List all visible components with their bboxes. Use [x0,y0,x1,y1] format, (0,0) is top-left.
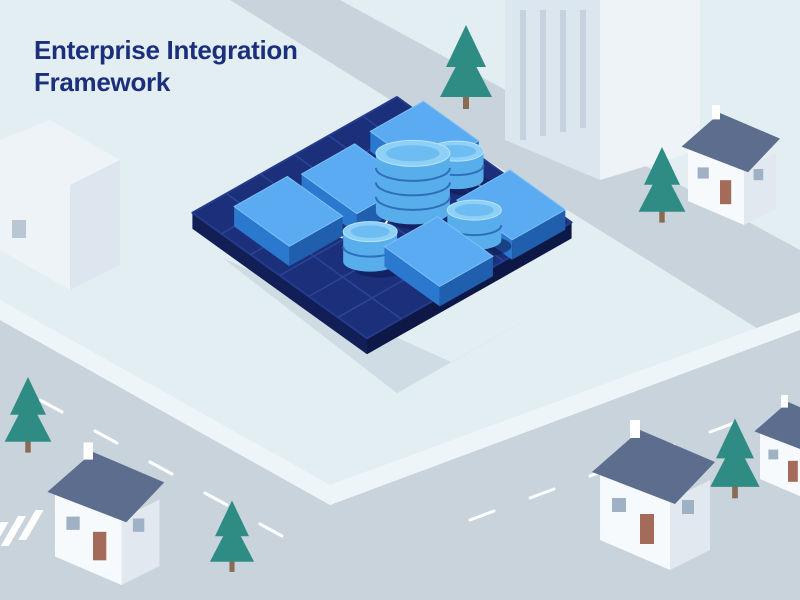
house-wall-side [744,153,776,225]
house-roof [681,113,780,173]
house-door [640,514,654,544]
database-ring [374,167,451,182]
lane-mark [528,487,556,500]
house-window [66,516,80,530]
house-icon [681,105,780,225]
lane-mark [708,421,736,434]
building-icon [0,120,120,290]
module-icon-side-left [384,246,440,307]
platform-shadow [222,257,592,394]
house-icon [47,442,165,585]
house-window [612,498,626,512]
sidewalk-west [0,300,330,505]
tree-icon [638,147,686,223]
crosswalk-stripe [18,510,44,540]
module-bottom [383,215,494,307]
tree-icon [209,500,255,572]
house-chimney [781,395,788,408]
building-window-strip [520,10,526,140]
house-chimney [83,442,93,460]
page-title-line-1: Enterprise Integration [34,35,298,65]
tree-crown-bottom [4,396,52,442]
building-window-strip [580,10,586,128]
tree-crown-top [215,500,249,537]
house-door [93,531,107,561]
database-icon-body [343,231,398,272]
module-left [233,175,344,267]
module-icon-side-right [512,209,566,260]
house-window [682,500,694,514]
tree-trunk [25,440,31,453]
database-center [374,139,460,231]
module-icon-side-right [439,256,493,307]
database-icon-body [375,153,450,225]
house-window [697,167,709,179]
house-chimney [712,105,720,120]
tree-crown-bottom [209,519,255,562]
page-title-line-2: Framework [34,67,171,97]
tree-crown-top [10,377,46,415]
building-window-strip [540,10,546,136]
module-icon [455,169,567,241]
module-icon [233,175,344,247]
lane-mark [203,491,229,507]
house-window [768,449,779,460]
database-ring [374,182,451,197]
tree-trunk [732,485,738,499]
house-chimney [630,420,640,438]
building-window-strip [560,10,566,132]
tree-trunk [229,560,235,572]
house-door [788,460,798,482]
module-icon [383,215,494,287]
lane-mark [258,522,284,538]
tree-crown-bottom [638,166,686,212]
house-wall-side [121,499,160,585]
database-top-inner [350,225,390,238]
tree-trunk [659,210,665,223]
lane-mark [148,460,174,476]
lane-mark [93,429,119,445]
tree-crown-bottom [710,439,760,487]
sidewalk-east [330,312,800,505]
tree-icon [710,418,760,499]
tree-trunk [463,95,469,109]
database-ring [374,196,451,211]
module-icon-side-left [234,206,290,267]
lane-mark [38,398,64,414]
house-roof [47,452,165,523]
module-icon-side-left [301,173,357,234]
building-icon [505,0,700,180]
lane-mark [468,509,496,522]
house-wall-side [670,480,710,570]
title-block: Enterprise Integration Framework [34,34,298,98]
crosswalk-stripe [0,522,9,552]
database-top-inner [454,203,494,217]
house-window [132,518,145,532]
crosswalk-stripe [0,516,27,546]
house-roof [592,430,715,504]
house-icon [592,420,715,570]
building-side-left [505,0,600,180]
tree-crown-top [446,25,486,67]
database-top-inner [386,145,440,162]
building-side-right [600,0,700,180]
tree-crown-top [644,147,680,185]
tree-crown-bottom [440,47,492,97]
platform-edge-left [192,212,367,355]
tree-icon [4,377,52,453]
house-window [753,169,764,181]
module-icon-side-right [289,216,343,267]
tree-crown-top [716,418,754,459]
database-lower-left [342,221,408,278]
tree-icon [440,25,492,109]
building-face-side [70,160,120,290]
road-north [230,0,800,330]
house-roof [754,402,800,449]
house-door [720,180,732,205]
building-window [12,220,26,238]
house-icon [754,395,800,497]
